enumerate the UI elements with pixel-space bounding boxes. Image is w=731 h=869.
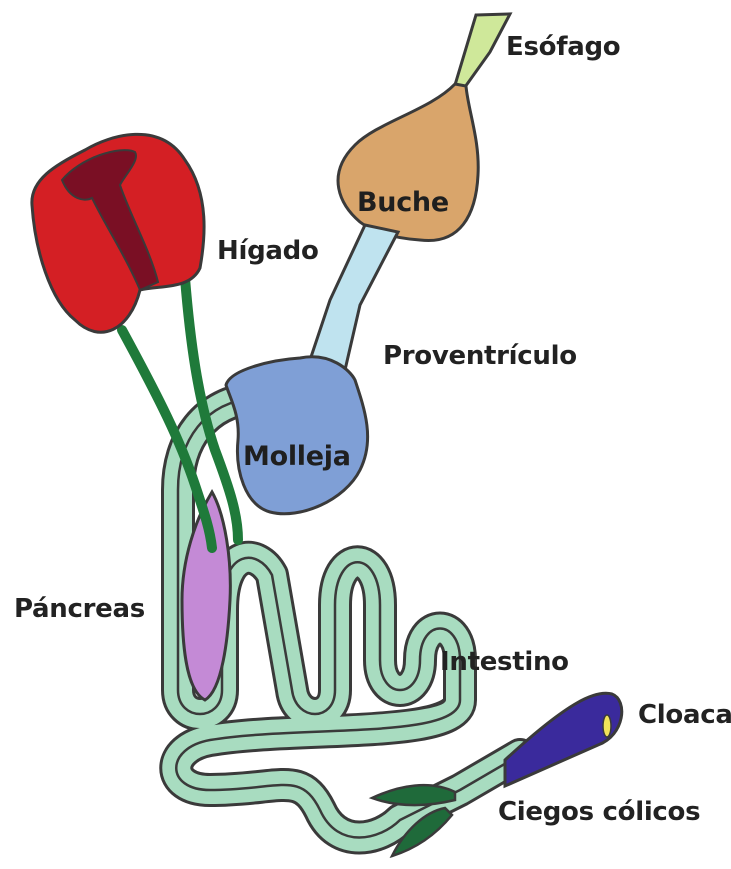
label-buche: Buche: [357, 189, 449, 216]
label-pancreas: Páncreas: [14, 596, 145, 622]
gizzard-shape: [226, 357, 368, 514]
label-esofago: Esófago: [506, 34, 620, 60]
ceca-upper-branch: [372, 785, 455, 805]
label-cloaca: Cloaca: [638, 702, 731, 728]
label-proventriculo: Proventrículo: [383, 343, 577, 369]
label-ciegos-colicos: Ciegos cólicos: [498, 799, 700, 825]
label-molleja: Molleja: [243, 443, 351, 470]
label-intestino: Intestino: [440, 649, 569, 675]
cloaca-opening: [603, 715, 611, 737]
label-higado: Hígado: [217, 238, 319, 264]
esophagus-shape: [455, 14, 510, 87]
